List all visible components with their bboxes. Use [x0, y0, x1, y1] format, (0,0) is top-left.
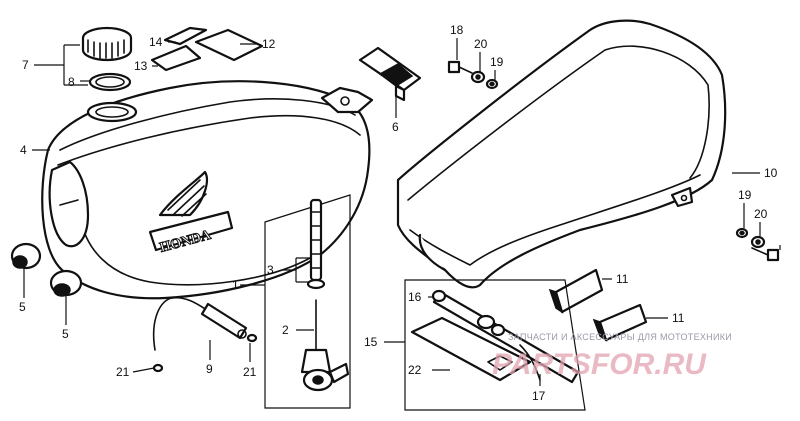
hinge-spring — [519, 344, 541, 381]
leader-lines — [23, 38, 781, 386]
callout-18: 18 — [450, 23, 464, 37]
seat-lock-assembly-frame — [404, 279, 586, 411]
seat-bumper-upper — [548, 268, 604, 314]
seat — [396, 19, 727, 289]
tank-decals — [150, 26, 264, 72]
callout-10: 10 — [764, 166, 778, 180]
fuel-cap — [81, 26, 133, 62]
tube-clip-left — [152, 363, 164, 373]
callout-3: 3 — [267, 263, 274, 277]
tank-rubber — [358, 46, 422, 102]
callout-8: 8 — [68, 75, 75, 89]
fuel-tank: HONDA — [41, 80, 374, 300]
callout-20-upper: 20 — [474, 37, 488, 51]
lock-washer-upper — [485, 78, 499, 90]
tube-clip-right — [246, 333, 258, 343]
callout-5-lower: 5 — [62, 327, 69, 341]
tank-cushion-upper — [10, 242, 42, 270]
callout-11-lower: 11 — [672, 311, 685, 325]
callout-13: 13 — [134, 59, 148, 73]
callout-14: 14 — [149, 35, 163, 49]
callout-7: 7 — [22, 58, 29, 72]
tank-cushion-lower — [49, 269, 83, 297]
watermark-logo: PARTSFOR.RU — [492, 348, 707, 381]
callout-9: 9 — [206, 362, 213, 376]
callout-11-upper: 11 — [616, 272, 629, 286]
callout-21-right: 21 — [243, 365, 257, 379]
watermark-caption: ЗАПЧАСТИ И АКСЕССУАРЫ ДЛЯ МОТОТЕХНИКИ — [508, 332, 732, 342]
watermark: ЗАПЧАСТИ И АКСЕССУАРЫ ДЛЯ МОТОТЕХНИКИ PA… — [492, 332, 732, 381]
hinge-rod — [431, 289, 580, 384]
hinge-bushing-upper — [476, 314, 496, 330]
callout-20-lower: 20 — [754, 207, 768, 221]
fuel-filter — [306, 198, 326, 290]
cap-gasket — [88, 72, 132, 92]
seat-bolt-upper — [447, 60, 473, 74]
callout-15: 15 — [364, 335, 378, 349]
callout-1: 1 — [232, 278, 239, 292]
hinge-bushing-lower — [490, 323, 506, 337]
fuel-tube — [152, 296, 248, 351]
callout-labels: 1 2 3 4 5 5 6 7 8 9 10 11 11 12 13 14 15… — [19, 23, 778, 403]
seat-bolt-lower — [751, 247, 780, 262]
callout-17: 17 — [532, 389, 546, 403]
callout-6: 6 — [392, 120, 399, 134]
seat-bumper-lower — [592, 303, 648, 342]
fuel-cock — [300, 299, 350, 392]
fuel-cock-assembly-frame — [264, 194, 351, 409]
callout-16: 16 — [408, 290, 422, 304]
callout-19-lower: 19 — [738, 188, 752, 202]
callout-4: 4 — [20, 143, 27, 157]
callout-21-left: 21 — [116, 365, 130, 379]
callout-12: 12 — [262, 37, 276, 51]
washer-upper — [470, 70, 486, 84]
callout-19-upper: 19 — [490, 55, 504, 69]
callout-2: 2 — [282, 323, 289, 337]
callout-5-upper: 5 — [19, 300, 26, 314]
seat-base-plate — [410, 316, 532, 382]
lock-washer-lower — [735, 227, 749, 239]
washer-lower — [750, 235, 766, 249]
callout-22: 22 — [408, 363, 422, 377]
